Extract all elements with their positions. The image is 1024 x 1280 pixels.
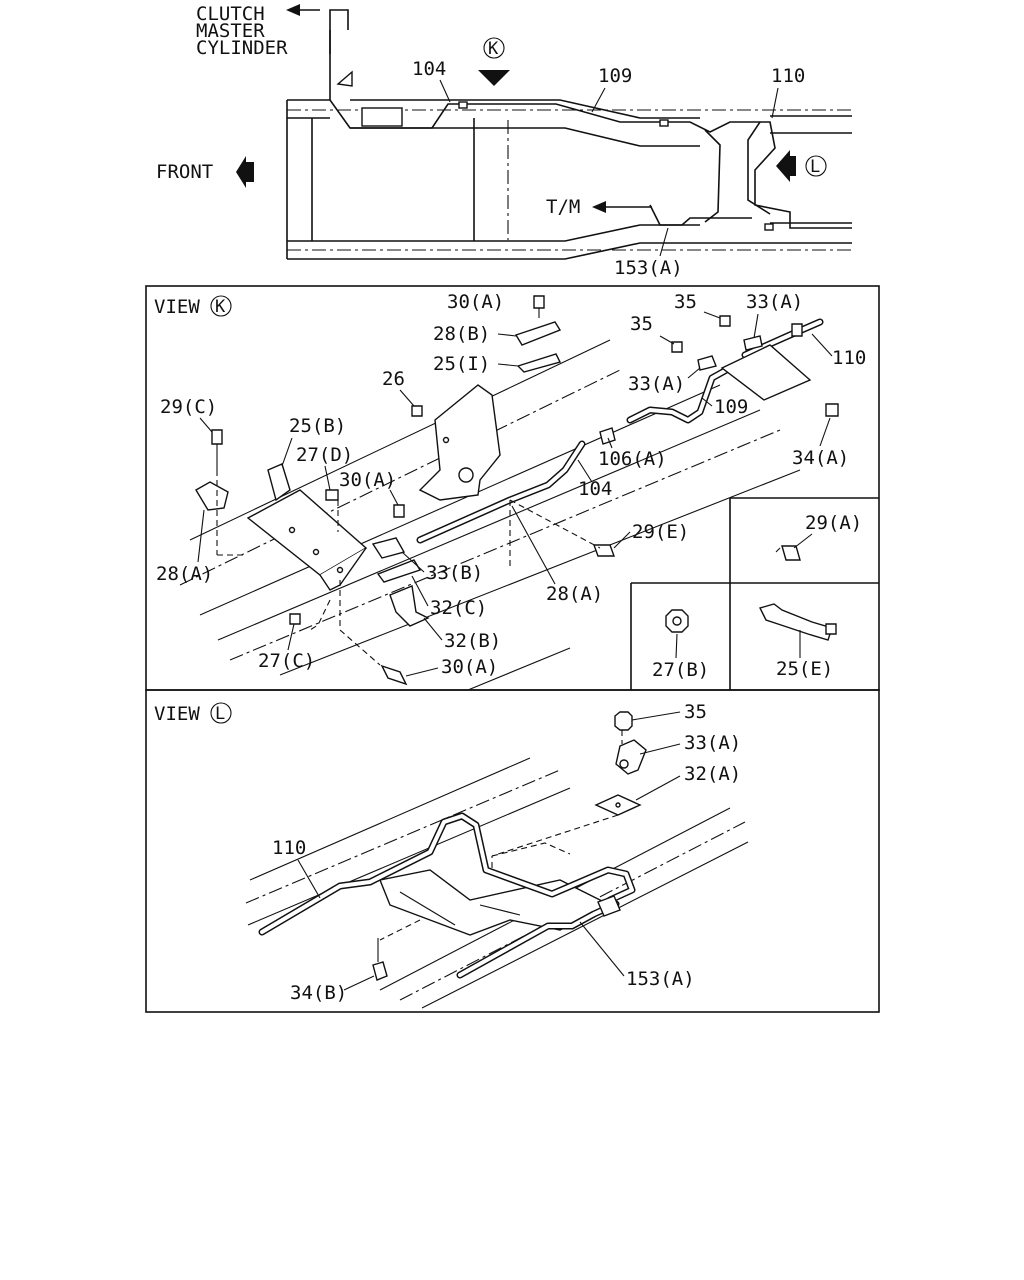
label-26: 26	[382, 368, 405, 390]
view-l-label-32a: 32(A)	[684, 763, 741, 785]
label-33b: 33(B)	[426, 562, 483, 584]
view-l-marker-top: L	[810, 157, 820, 177]
label-109: 109	[714, 396, 748, 418]
label-29e: 29(E)	[632, 521, 689, 543]
label-104: 104	[578, 478, 612, 500]
inset-label-29a: 29(A)	[805, 512, 862, 534]
view-k-marker-circle	[483, 37, 505, 59]
view-l-marker-circle	[805, 155, 827, 177]
label-30a-bot: 30(A)	[441, 656, 498, 678]
label-110: 110	[832, 347, 866, 369]
label-35-2: 35	[674, 291, 697, 313]
clutch-label-line2: MASTER	[196, 20, 265, 42]
front-arrow-icon	[236, 156, 254, 188]
label-30a-mid: 30(A)	[339, 469, 396, 491]
label-28b: 28(B)	[433, 323, 490, 345]
label-28a-left: 28(A)	[156, 563, 213, 585]
inset-label-25e: 25(E)	[776, 658, 833, 680]
view-l-title: VIEW	[154, 703, 200, 725]
view-k-marker-top: K	[488, 39, 499, 59]
view-l-label-34b: 34(B)	[290, 982, 347, 1004]
label-25b: 25(B)	[289, 415, 346, 437]
label-28a-right: 28(A)	[546, 583, 603, 605]
label-27d: 27(D)	[296, 444, 353, 466]
clutch-label-line3: CYLINDER	[196, 37, 288, 59]
tm-label: T/M	[546, 196, 580, 218]
view-k-panel: VIEW K	[145, 285, 880, 691]
label-29c: 29(C)	[160, 396, 217, 418]
view-l-label-33a: 33(A)	[684, 732, 741, 754]
overview-label-110: 110	[771, 65, 805, 87]
view-k-arrow-icon	[478, 70, 510, 86]
label-34a: 34(A)	[792, 447, 849, 469]
view-k-title: VIEW	[154, 296, 200, 318]
label-32b: 32(B)	[444, 630, 501, 652]
overview-label-104: 104	[412, 58, 446, 80]
view-l-label-110: 110	[272, 837, 306, 859]
label-33a-1: 33(A)	[628, 373, 685, 395]
view-l-title-marker: L	[215, 704, 225, 724]
label-30a-top: 30(A)	[447, 291, 504, 313]
view-l-label-35: 35	[684, 701, 707, 723]
view-l-title-circle	[210, 702, 232, 724]
view-l-label-153a: 153(A)	[626, 968, 695, 990]
view-l-arrow-icon	[776, 150, 796, 182]
label-27c: 27(C)	[258, 650, 315, 672]
label-33a-2: 33(A)	[746, 291, 803, 313]
label-35-1: 35	[630, 313, 653, 335]
overview-label-153a: 153(A)	[614, 257, 683, 279]
clutch-label-line1: CLUTCH	[196, 3, 265, 25]
overview-section: CLUTCH MASTER CYLINDER FRONT T/M K L 104…	[156, 3, 852, 279]
front-label: FRONT	[156, 161, 213, 183]
label-25i: 25(I)	[433, 353, 490, 375]
view-k-title-circle	[210, 295, 232, 317]
overview-label-109: 109	[598, 65, 632, 87]
label-32c: 32(C)	[430, 597, 487, 619]
inset-label-27b: 27(B)	[652, 659, 709, 681]
view-k-title-marker: K	[215, 297, 226, 317]
label-106a: 106(A)	[598, 448, 667, 470]
view-l-panel: VIEW L 35 33	[145, 689, 880, 1013]
